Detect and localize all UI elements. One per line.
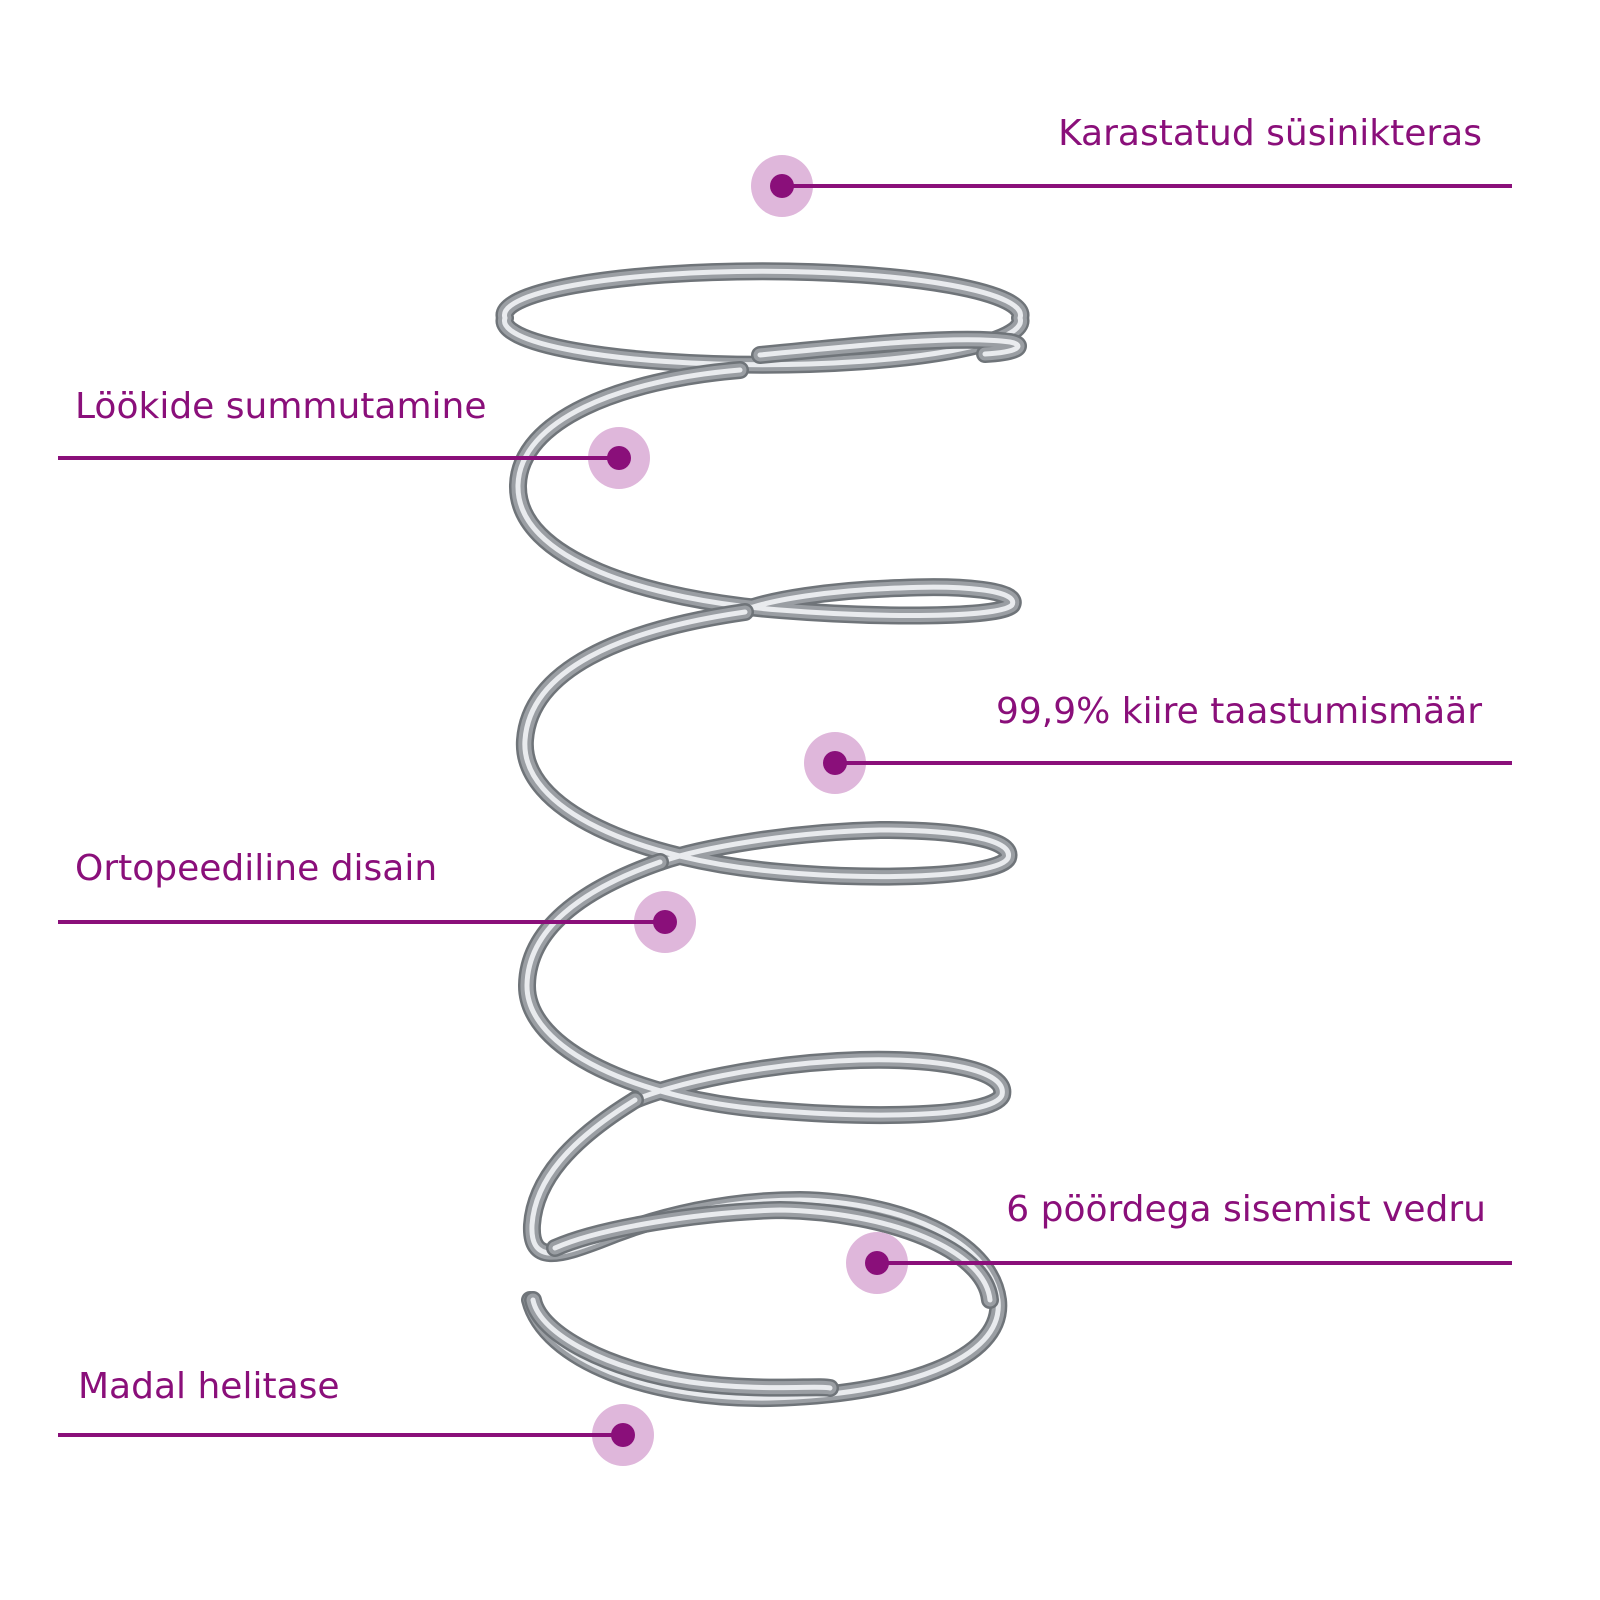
callout-dot-recovery: [823, 751, 847, 775]
label-low-noise: Madal helitase: [78, 1366, 340, 1407]
label-recovery-rate: 99,9% kiire taastumismäär: [996, 691, 1482, 732]
label-carbon-steel: Karastatud süsinikteras: [1058, 113, 1482, 154]
label-six-turns: 6 pöördega sisemist vedru: [1006, 1189, 1486, 1230]
label-shock-absorption: Löökide summutamine: [75, 386, 487, 427]
callout-lines: [58, 155, 1512, 1466]
label-orthopedic-design: Ortopeediline disain: [75, 848, 438, 889]
coil-spring-illustration: [495, 262, 1030, 1408]
callout-dot-ortho: [653, 910, 677, 934]
spring-wire: [515, 367, 1016, 618]
spring-wire: [552, 1207, 993, 1303]
spring-wire: [757, 337, 1021, 358]
callout-dot-shock: [607, 446, 631, 470]
spring-wire: [522, 609, 1011, 880]
spring-wire: [517, 853, 1012, 1124]
spring-wire: [524, 859, 1005, 1118]
spring-wire: [502, 268, 1023, 368]
callout-dot-steel: [770, 174, 794, 198]
callout-dot-turns: [865, 1251, 889, 1275]
callout-dot-noise: [611, 1423, 635, 1447]
spring-wire: [527, 1097, 1001, 1401]
spring-wire: [530, 1297, 833, 1391]
